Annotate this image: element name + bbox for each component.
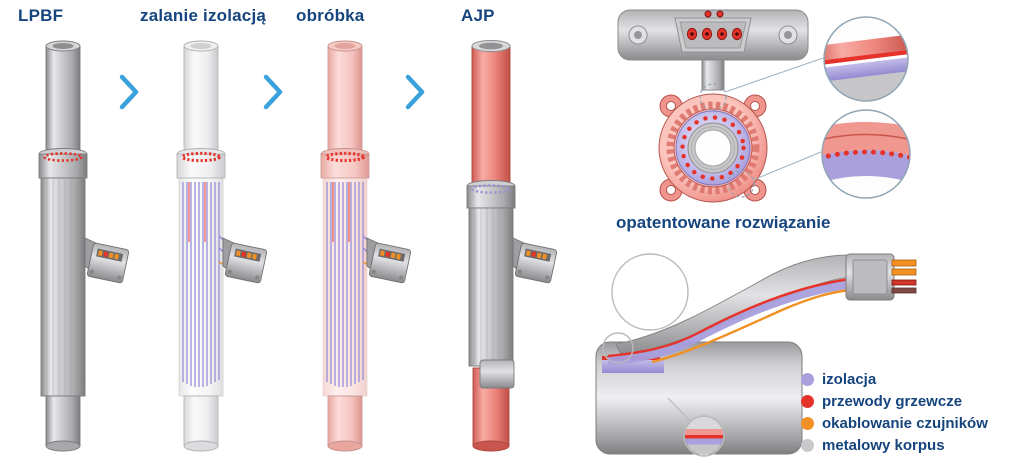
insulation-bundle [607, 279, 851, 366]
detail-callout-circle [602, 332, 634, 364]
legend-item-label: izolacja [822, 371, 877, 388]
flange-cross-section [658, 83, 768, 203]
chevron-right-icon [263, 74, 283, 110]
legend-color-dot [801, 395, 814, 408]
chevron-right-icon [119, 74, 139, 110]
connector-arm [615, 254, 851, 357]
dsub-connector-top-view [617, 9, 809, 91]
stage-obrobka-art [320, 40, 412, 452]
stage-ajp-art [466, 40, 558, 452]
legend-item-label: okablowanie czujników [822, 415, 988, 432]
legend-item-label: metalowy korpus [822, 437, 945, 454]
legend-item-sensor-wiring: okablowanie czujników [801, 414, 988, 433]
chevron-right-icon [405, 74, 425, 110]
legend-item-heating-wires: przewody grzewcze [801, 392, 988, 411]
wire-connector-block [845, 253, 917, 301]
callout-leader-line [752, 151, 822, 181]
legend-item-insulation: izolacja [801, 370, 988, 389]
legend-item-metal-body: metalowy korpus [801, 436, 988, 455]
callout-leader-line [667, 397, 691, 422]
detail-callout-circle [611, 253, 689, 331]
cross-section-panel [595, 253, 917, 457]
stage-zalanie-art [176, 40, 268, 452]
callout-leader-line [724, 57, 824, 93]
connector-block [514, 242, 558, 284]
legend-color-dot [801, 439, 814, 452]
flange-panel [617, 9, 913, 203]
heater-wire-bundle [607, 277, 851, 358]
connector-block [224, 242, 268, 284]
stage-label-zalanie: zalanie izolacją [140, 6, 267, 25]
legend-item-label: przewody grzewcze [822, 393, 963, 410]
connector-block [86, 242, 130, 284]
stage-label-ajp: AJP [461, 6, 495, 25]
detail-callout-circle [683, 415, 725, 457]
stage-label-obrobka: obróbka [296, 6, 365, 25]
magnified-inset-layers [819, 12, 913, 106]
stage-lpbf-art [38, 40, 130, 452]
connector-block [368, 242, 412, 284]
inset-circle-border [821, 109, 911, 199]
legend-color-dot [801, 373, 814, 386]
legend-color-dot [801, 417, 814, 430]
layer-detail-inset [685, 417, 723, 455]
stage-label-lpbf: LPBF [18, 6, 64, 25]
legend: izolacja przewody grzewcze okablowanie c… [801, 370, 988, 455]
inset-circle-border [823, 16, 909, 102]
magnified-inset-curved-layers [822, 110, 910, 198]
patented-solution-label: opatentowane rozwiązanie [616, 213, 831, 232]
sensor-wire-bundle [651, 288, 851, 364]
